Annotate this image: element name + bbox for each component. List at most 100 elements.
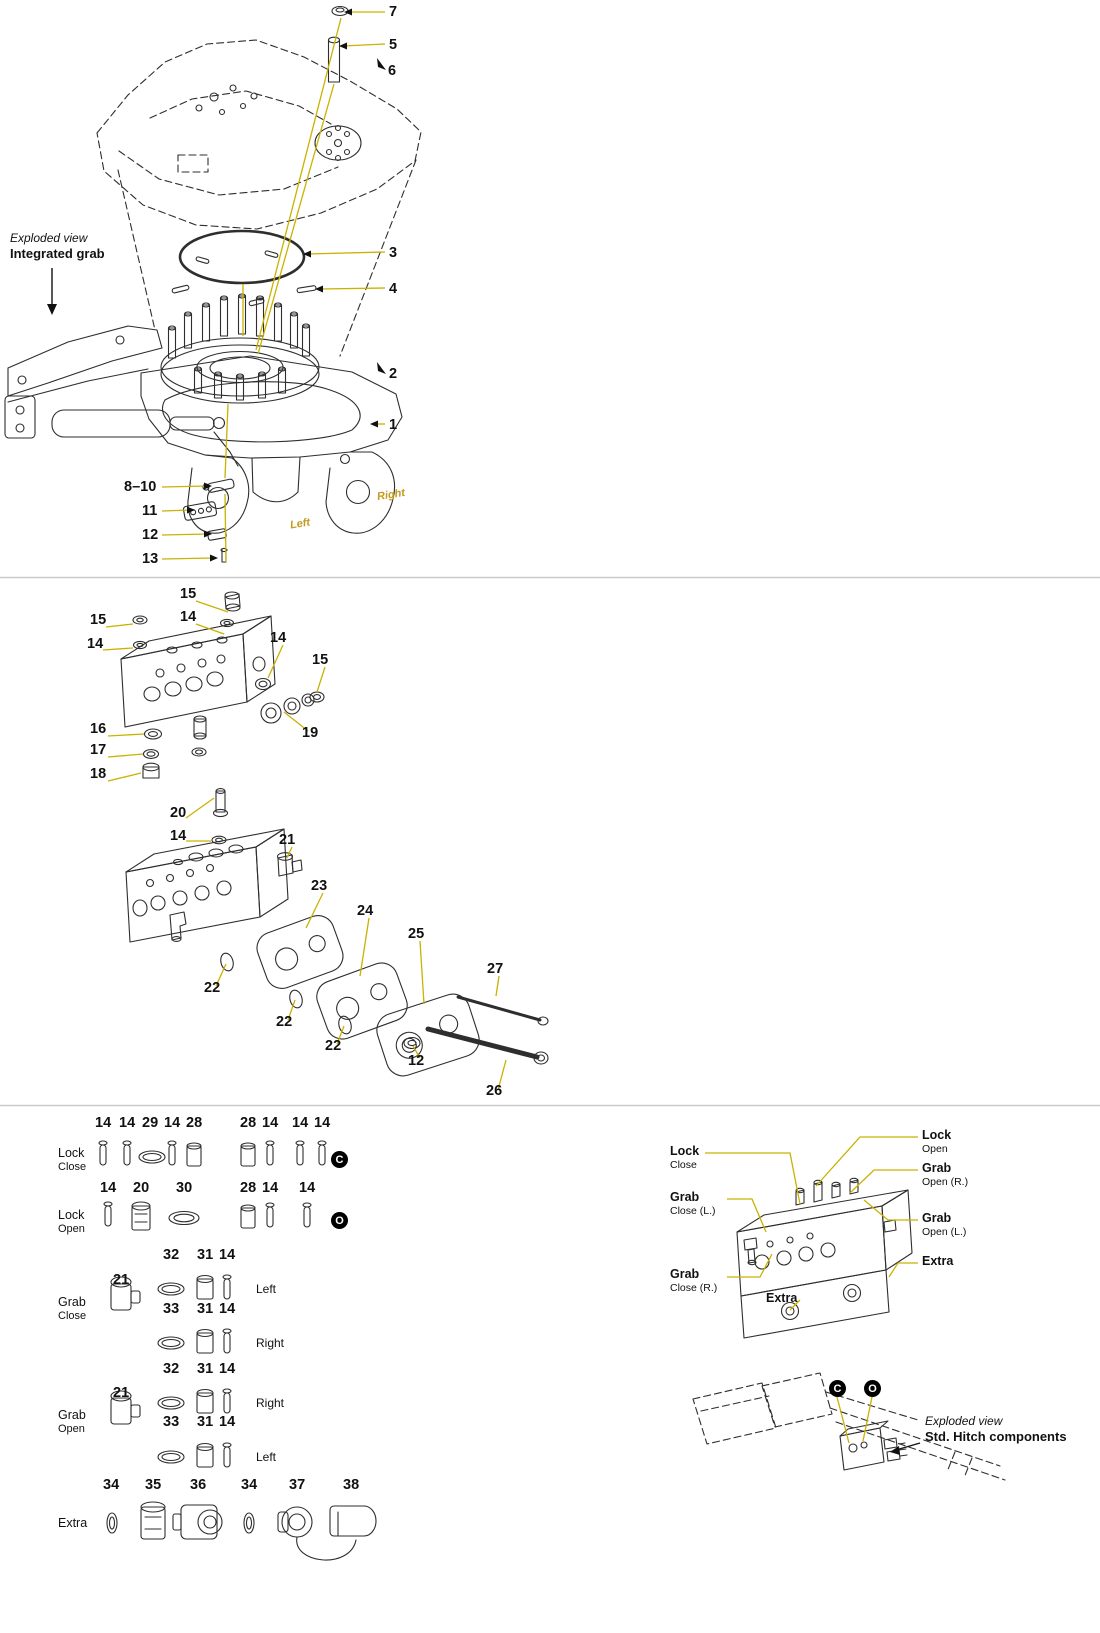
row-label-grab-close-line2: Close [58,1310,87,1322]
callout-2: 2 [389,366,398,382]
callout-16: 16 [90,721,107,737]
callout-17: 17 [90,742,107,758]
section-dividers [0,576,1100,1107]
port-label-grab-close-r-line1: Grab [670,1267,700,1281]
callout-20: 20 [133,1180,150,1196]
row-label-extra-line1: Extra [58,1516,88,1530]
port-label-grab-close-l-line2: Close (L.) [670,1204,716,1217]
port-label-extra: Extra [766,1291,797,1306]
callout-31: 31 [197,1301,214,1317]
callout-14: 14 [170,828,187,844]
callout-31: 31 [197,1414,214,1430]
hitch-view-label: Exploded view [925,1414,1003,1428]
std-hitch-drawing [692,1372,1006,1481]
callout-14: 14 [299,1180,316,1196]
callout-22: 22 [276,1014,293,1030]
row-label-grab-open-line2: Open [58,1423,85,1435]
callout-34: 34 [103,1477,120,1493]
callout-14: 14 [87,636,104,652]
callout-15: 15 [312,652,329,668]
row-label-grab-close-line1: Grab [58,1295,86,1309]
callout-14: 14 [219,1361,236,1377]
callout-33: 33 [163,1414,180,1430]
port-label-lock-open-line2: Open [922,1142,948,1155]
integrated-grab-drawing [4,5,422,563]
row-label-lock-close-line1: Lock [58,1146,85,1160]
callout-14: 14 [119,1115,136,1131]
callout-4: 4 [389,281,398,297]
port-label-grab-open-r-line1: Grab [922,1161,952,1175]
callout-32: 32 [163,1361,180,1377]
hitch-valve-block-drawing [736,1177,913,1339]
fittings-rows-drawing [98,1140,377,1561]
callout-19: 19 [302,725,319,741]
row-label-grab-open-line1: Grab [58,1408,86,1422]
hitch-view-title: Std. Hitch components [925,1429,1067,1444]
callout-6: 6 [388,63,397,79]
port-label-grab-close-l-line1: Grab [670,1190,700,1204]
callout-33: 33 [163,1301,180,1317]
callout-23: 23 [311,878,328,894]
callout-12: 12 [142,527,159,543]
callout-32: 32 [163,1247,180,1263]
row-label-lock-open-line1: Lock [58,1208,85,1222]
side-label-left: Left [256,1282,277,1296]
port-label-lock-close-line1: Lock [670,1144,700,1158]
callout-14: 14 [314,1115,331,1131]
port-label-extra: Extra [922,1254,953,1269]
callout-14: 14 [219,1301,236,1317]
port-label-lock-close-line2: Close [670,1158,697,1171]
callout-28: 28 [186,1115,203,1131]
callout-21: 21 [279,832,296,848]
callout-15: 15 [180,586,197,602]
callout-14: 14 [95,1115,112,1131]
side-label-right: Right [256,1336,285,1350]
callout-14: 14 [219,1414,236,1430]
callout-24: 24 [357,903,374,919]
row-label-lock-close-line2: Close [58,1161,87,1173]
port-label-grab-open-l-line1: Grab [922,1211,952,1225]
valve-stack-drawing [120,591,549,1077]
callout-1: 1 [389,417,398,433]
callout-14: 14 [100,1180,117,1196]
callout-14: 14 [164,1115,181,1131]
callout-28: 28 [240,1115,257,1131]
callout-14: 14 [262,1180,279,1196]
row-label-lock-open-line2: Open [58,1223,85,1235]
side-label-right: Right [256,1396,285,1410]
port-label-lock-open-line1: Lock [922,1128,952,1142]
port-label-extra-line1: Extra [922,1254,954,1268]
port-label-extra-line1: Extra [766,1291,798,1305]
port-label-grab-close-r-line2: Close (R.) [670,1281,718,1294]
side-label-left: Left [256,1450,277,1464]
badge-o: O [331,1212,348,1229]
callout-38: 38 [343,1477,360,1493]
callout-11: 11 [142,503,158,519]
callout-14: 14 [270,630,287,646]
callout-3: 3 [389,245,398,261]
callout-8-10: 8–10 [124,479,157,495]
callout-14: 14 [219,1247,236,1263]
callout-14: 14 [180,609,197,625]
callout-29: 29 [142,1115,159,1131]
callout-37: 37 [289,1477,306,1493]
callout-12: 12 [408,1053,425,1069]
callout-15: 15 [90,612,107,628]
badge-o: O [864,1380,881,1397]
callout-31: 31 [197,1361,214,1377]
callout-22: 22 [204,980,221,996]
callout-30: 30 [176,1180,193,1196]
callout-21: 21 [113,1272,130,1288]
callout-14: 14 [262,1115,279,1131]
callout-22: 22 [325,1038,342,1054]
